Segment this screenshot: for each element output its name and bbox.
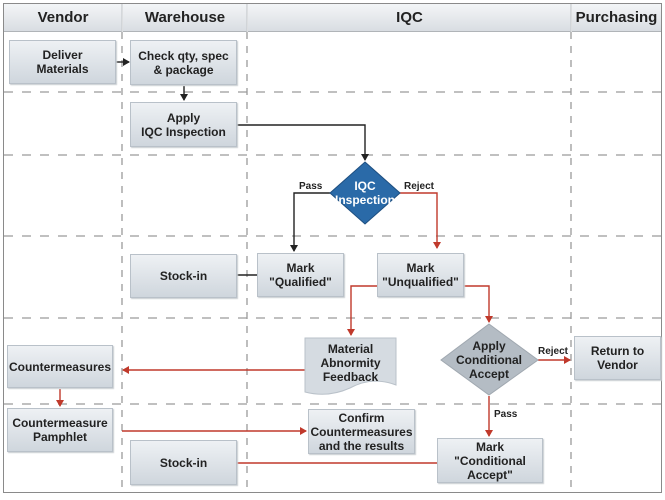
node-confirm-countermeasures: Confirm Countermeasures and the results	[308, 409, 415, 454]
decision-apply-conditional	[440, 323, 539, 396]
edge-label-iqc-reject: Reject	[404, 181, 435, 192]
node-apply-conditional-label: Apply Conditional Accept	[456, 339, 522, 381]
node-stock-in-2: Stock-in	[130, 440, 237, 485]
node-countermeasures: Countermeasures	[7, 345, 113, 388]
lane-header-purchasing: Purchasing	[572, 4, 661, 32]
node-countermeasure-pamphlet: Countermeasure Pamphlet	[7, 408, 113, 452]
lane-header-warehouse: Warehouse	[123, 4, 247, 32]
diagram-frame	[3, 3, 662, 493]
lane-dividers	[121, 4, 572, 493]
edge-label-cond-reject: Reject	[538, 346, 569, 357]
node-stock-in-1: Stock-in	[130, 254, 237, 298]
node-mark-unqualified: Mark "Unqualified"	[377, 253, 464, 297]
edge-iqc-reject	[400, 192, 441, 249]
edge-label-iqc-pass: Pass	[299, 181, 323, 192]
node-mark-conditional: Mark "Conditional Accept"	[437, 438, 543, 483]
decision-iqc-inspection	[329, 161, 401, 225]
node-apply-iqc: Apply IQC Inspection	[130, 102, 237, 147]
edge-apply-to-iqc	[237, 124, 369, 161]
node-mark-qualified: Mark "Qualified"	[257, 253, 344, 297]
node-iqc-inspection-label: IQC Inspection	[334, 179, 395, 207]
edge-unqualified-to-feedback	[347, 285, 377, 336]
node-material-abnormity: Material Abnormity Feedback	[320, 342, 381, 384]
lane-header-iqc: IQC	[248, 4, 571, 32]
node-deliver-materials: Deliver Materials	[9, 40, 116, 84]
edge-label-cond-pass: Pass	[494, 409, 518, 420]
document-shape-material-abnormity	[304, 337, 397, 395]
lane-header-vendor: Vendor	[4, 4, 122, 32]
node-check-qty: Check qty, spec & package	[130, 40, 237, 85]
edge-unqualified-to-conditional	[463, 285, 493, 323]
edge-iqc-pass	[290, 192, 330, 252]
node-return-to-vendor: Return to Vendor	[574, 336, 661, 380]
row-dividers	[4, 91, 661, 405]
